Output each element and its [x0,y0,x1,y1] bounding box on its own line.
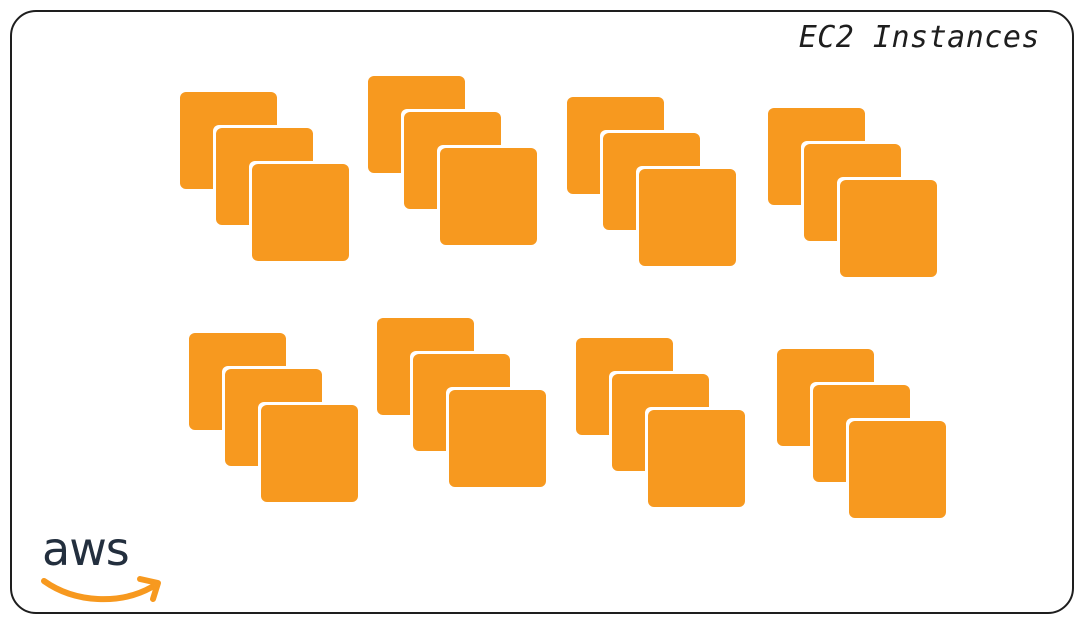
diagram-title: EC2 Instances [798,20,1040,55]
ec2-instance-stack-icon [768,108,938,283]
ec2-instance-stack-icon [180,92,350,267]
ec2-instance-stack-icon [576,338,746,513]
aws-smile-icon [41,578,155,603]
ec2-instance-stack-icon [189,333,359,508]
instance-square-front [261,405,358,502]
ec2-instance-stack-icon [777,349,947,524]
instance-square-front [449,390,546,487]
instance-square-front [840,180,937,277]
instance-square-front [849,421,946,518]
instance-square-front [440,148,537,245]
aws-arrow-icon [137,576,161,602]
ec2-instance-stack-icon [377,318,547,493]
instance-square-front [252,164,349,261]
aws-logo-icon: aws [41,525,161,603]
instance-square-front [639,169,736,266]
ec2-instance-stack-icon [567,97,737,272]
aws-logo-text: aws [42,525,129,576]
ec2-instance-stack-icon [368,76,538,251]
instance-square-front [648,410,745,507]
